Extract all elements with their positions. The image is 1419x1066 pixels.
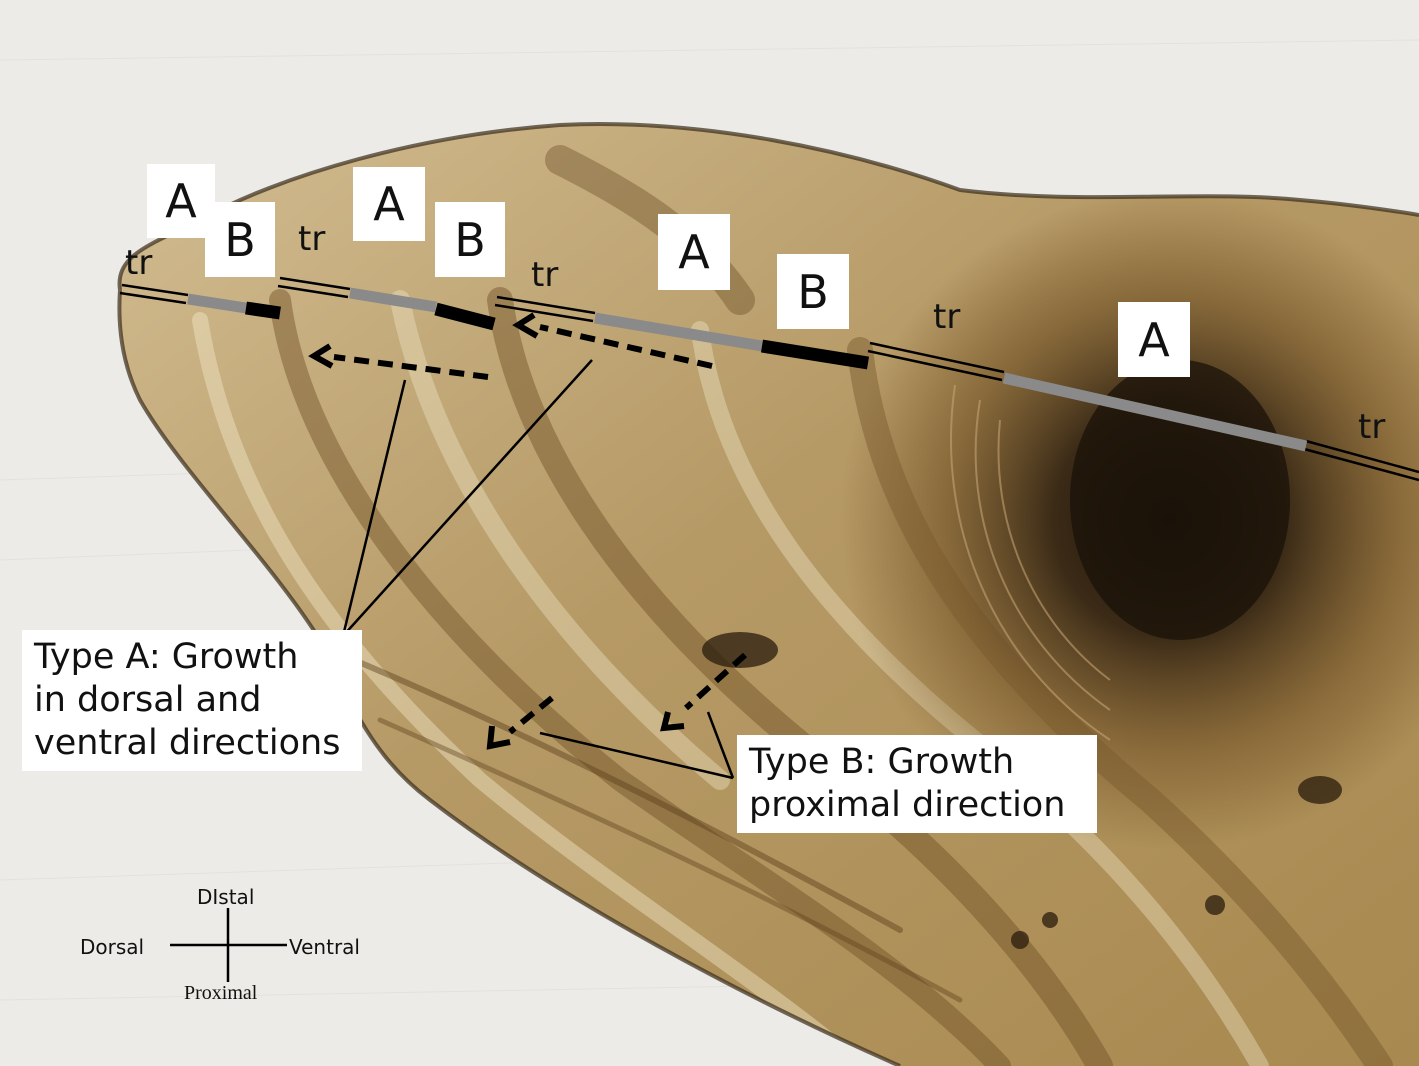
note-line: in dorsal and	[34, 680, 262, 720]
type-a-note: Type A: Growth in dorsal and ventral dir…	[22, 630, 362, 771]
label-transition: tr	[298, 219, 326, 259]
note-line: Type B: Growth	[749, 742, 1015, 782]
segment-a	[187, 287, 1308, 452]
transition-segment	[119, 276, 1419, 482]
label-segment-a: A	[658, 214, 730, 290]
arrow-type-a-2	[539, 324, 713, 369]
compass-proximal-label: Proximal	[184, 982, 258, 1004]
compass-distal-label: DIstal	[197, 885, 255, 909]
arrow-type-a-1	[333, 354, 489, 380]
label-segment-a: A	[1118, 302, 1190, 377]
note-line: proximal direction	[749, 785, 1066, 825]
note-line: ventral directions	[34, 723, 341, 763]
label-segment-b: B	[205, 202, 275, 277]
label-text: A	[165, 174, 197, 228]
compass-cross	[170, 908, 287, 982]
leader-lines	[341, 359, 735, 780]
label-segment-b: B	[777, 254, 849, 329]
growth-arrows	[333, 324, 748, 735]
label-text: A	[678, 225, 710, 279]
note-line: Type A: Growth	[34, 637, 299, 677]
label-transition: tr	[933, 297, 961, 337]
label-transition: tr	[531, 255, 559, 295]
label-segment-a: A	[147, 164, 215, 238]
label-text: B	[797, 264, 829, 319]
transect-line	[119, 276, 1419, 482]
label-text: A	[373, 177, 405, 231]
label-text: B	[224, 212, 256, 267]
arrowheads	[308, 312, 685, 750]
type-b-note: Type B: Growth proximal direction	[737, 735, 1097, 833]
label-segment-b: B	[435, 202, 505, 277]
compass-ventral-label: Ventral	[289, 935, 360, 959]
label-transition: tr	[125, 243, 153, 283]
arrow-type-b-1	[508, 695, 554, 735]
segment-b	[245, 301, 870, 370]
label-text: A	[1138, 312, 1170, 367]
label-transition: tr	[1358, 407, 1386, 447]
compass-dorsal-label: Dorsal	[80, 935, 145, 959]
arrow-type-b-2	[683, 652, 748, 711]
label-segment-a: A	[353, 167, 425, 241]
label-text: B	[454, 212, 486, 267]
